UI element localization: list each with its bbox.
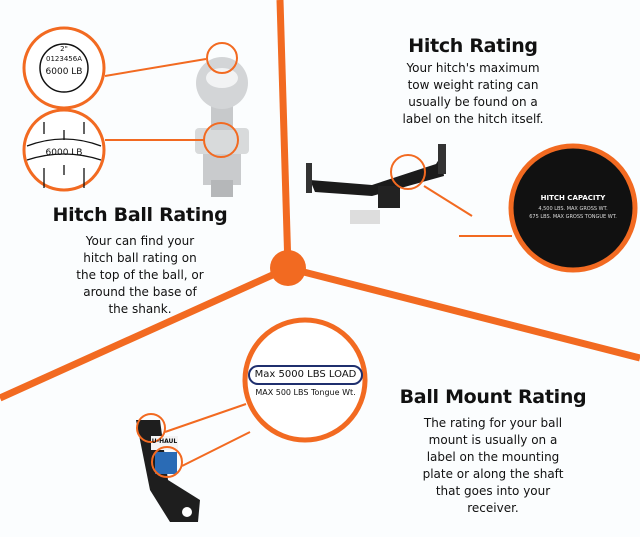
callout-ball-top — [22, 26, 106, 110]
connector-top — [276, 0, 292, 269]
zoom-marker-hitch — [390, 154, 426, 190]
center-node — [270, 250, 306, 286]
connector-right — [287, 264, 640, 362]
hitch-ball-description: Your can find your hitch ball rating on … — [76, 234, 204, 316]
mount-max-load-label: Max 5000 LBS LOAD — [254, 369, 357, 380]
hitch-capacity-line2: 675 LBS. MAX GROSS TONGUE WT. — [529, 214, 617, 220]
zoom-marker-ball-top — [206, 42, 238, 74]
zoom-marker-mount-plate — [151, 446, 183, 478]
hitch-title: Hitch Rating — [408, 35, 538, 57]
hitch-capacity-line1: 4,500 LBS. MAX GROSS WT. — [538, 206, 608, 212]
ball-mount-description: The rating for your ball mount is usuall… — [422, 416, 564, 515]
zoom-marker-mount-shaft — [136, 413, 166, 443]
hitch-ball-image — [195, 57, 249, 197]
hitch-capacity-heading: HITCH CAPACITY — [540, 194, 606, 202]
callout-ball-mount-label — [242, 317, 368, 443]
ball-top-rating-label: 6000 LB — [45, 67, 83, 77]
ball-size-label: 2" — [60, 45, 68, 53]
ball-mount-image — [136, 420, 200, 522]
ball-serial-label: 0123456A — [46, 55, 82, 63]
ball-mount-title: Ball Mount Rating — [399, 386, 587, 408]
hitch-description: Your hitch's maximum tow weight rating c… — [402, 61, 544, 126]
callout-hitch-label — [508, 143, 638, 273]
connector-lines — [0, 0, 640, 402]
mount-brand-label: U-HAUL — [151, 438, 178, 445]
ball-base-rating-label: 6000 LB — [45, 148, 83, 158]
connector-left — [0, 264, 290, 402]
hitch-receiver-image — [306, 144, 446, 224]
hitch-ball-title: Hitch Ball Rating — [52, 204, 228, 226]
mount-tongue-label: MAX 500 LBS Tongue Wt. — [255, 388, 356, 397]
